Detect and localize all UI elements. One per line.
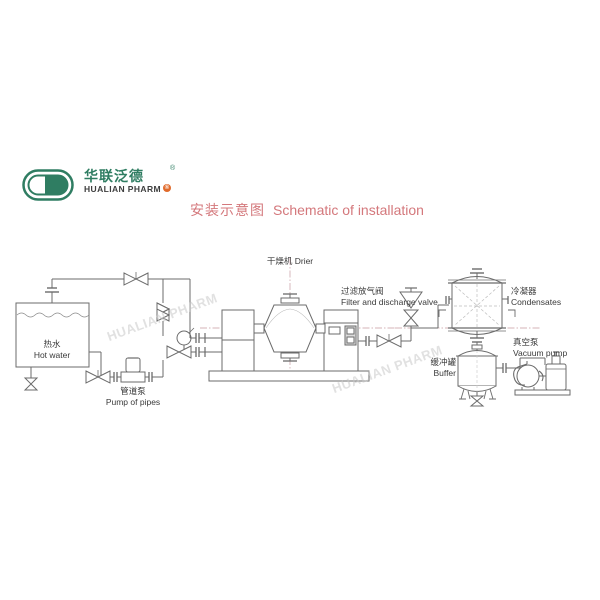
vacuum-pump-volute bbox=[516, 364, 540, 388]
top-supply-pipe bbox=[51, 272, 191, 303]
label-hot-water-cn: 热水 bbox=[43, 339, 61, 349]
tank-drain-valve-icon bbox=[23, 377, 39, 391]
condenser-inlet-line bbox=[411, 304, 449, 329]
label-filter-discharge-valve: 过滤放气阀 Filter and discharge valve bbox=[341, 286, 438, 307]
label-hot-water: 热水 Hot water bbox=[34, 339, 70, 360]
label-vacuum-pump-cn: 真空泵 bbox=[513, 337, 539, 347]
label-pump-of-pipes: 管道泵 Pump of pipes bbox=[106, 386, 160, 407]
company-logo: 华联泛德 HUALIAN PHARM ® ® bbox=[22, 165, 192, 206]
label-drier-text: 干燥机 Drier bbox=[266, 256, 314, 266]
label-hot-water-en: Hot water bbox=[33, 349, 71, 360]
riser-valve-icon bbox=[156, 302, 171, 322]
drier-cone-body bbox=[263, 304, 317, 353]
label-condensates-en: Condensates bbox=[511, 296, 562, 307]
logo-registered-badge-icon: ® bbox=[163, 184, 171, 192]
label-vacuum-pump: 真空泵 Vacuum pump bbox=[513, 337, 567, 358]
drier-outlet-line bbox=[358, 328, 412, 348]
label-buffer: 缓冲罐 Buffer bbox=[420, 357, 456, 378]
drier-inlet-manifold bbox=[189, 300, 208, 357]
double-cone-drier bbox=[208, 293, 370, 382]
label-buffer-cn: 缓冲罐 bbox=[430, 357, 456, 367]
drier-control-panel bbox=[328, 325, 357, 346]
logo-mark-icon bbox=[22, 169, 74, 201]
label-pump-of-pipes-cn: 管道泵 bbox=[120, 386, 146, 396]
drier-base-skid bbox=[208, 370, 370, 382]
water-level-line bbox=[16, 312, 90, 318]
label-condensates: 冷凝器 Condensates bbox=[511, 286, 561, 307]
condenser bbox=[438, 268, 516, 348]
pressure-gauge-icon bbox=[176, 330, 192, 346]
label-drier: 干燥机 Drier bbox=[267, 256, 313, 267]
logo-english-name: HUALIAN PHARM bbox=[84, 184, 161, 194]
label-filter-valve-en: Filter and discharge valve bbox=[341, 296, 438, 307]
buffer-tank bbox=[456, 344, 520, 407]
condenser-internals bbox=[454, 284, 500, 327]
pump-suction-line bbox=[85, 370, 121, 384]
pressure-gauge-manifold bbox=[155, 302, 196, 359]
registered-trademark-icon: ® bbox=[170, 165, 176, 172]
vacuum-pump-baseplate bbox=[514, 389, 571, 396]
page-title: 安装示意图 Schematic of installation bbox=[190, 200, 424, 220]
label-buffer-en: Buffer bbox=[433, 367, 456, 378]
filter-discharge-valve bbox=[399, 287, 423, 335]
label-pump-of-pipes-en: Pump of pipes bbox=[105, 396, 161, 407]
pipe-pump bbox=[120, 357, 164, 383]
label-vacuum-pump-en: Vacuum pump bbox=[513, 347, 568, 358]
page-title-english: Schematic of installation bbox=[273, 202, 424, 218]
label-condensates-cn: 冷凝器 bbox=[511, 286, 537, 296]
vacuum-pump-unit bbox=[513, 351, 571, 396]
logo-chinese-name: 华联泛德 bbox=[84, 168, 144, 184]
vacuum-pump-motor bbox=[545, 363, 567, 391]
label-filter-valve-cn: 过滤放气阀 bbox=[341, 286, 384, 296]
page-title-chinese: 安装示意图 bbox=[190, 202, 265, 218]
buffer-drain-valve-icon bbox=[469, 395, 485, 407]
hot-water-tank bbox=[15, 282, 102, 391]
